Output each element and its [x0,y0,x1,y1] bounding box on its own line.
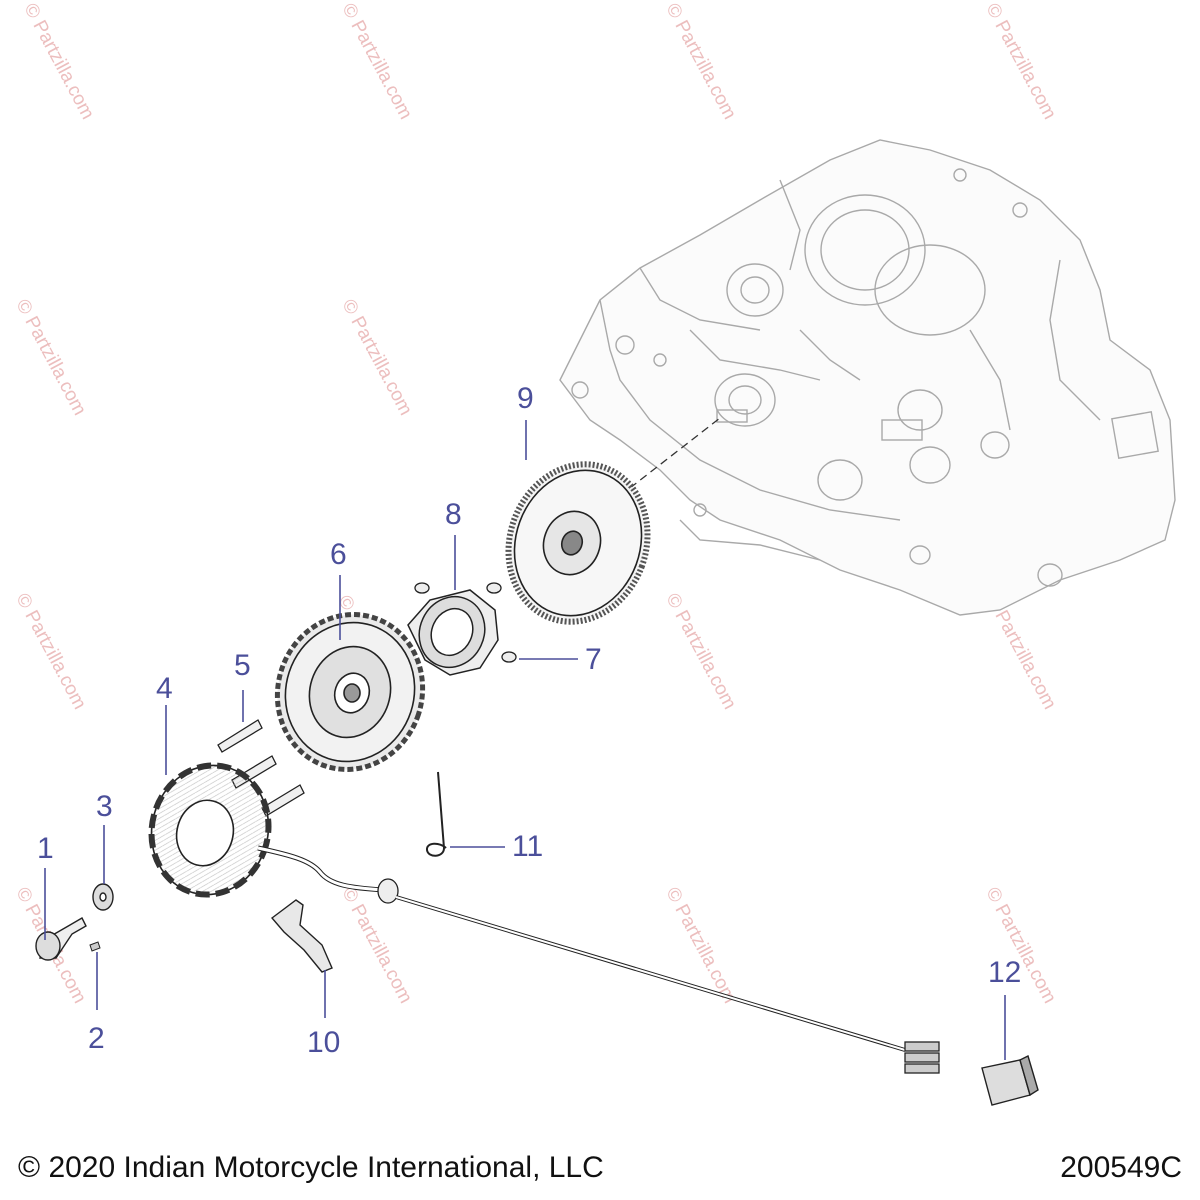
copyright-text: © 2020 Indian Motorcycle International, … [18,1151,604,1184]
diagram-id: 200549C [1060,1151,1182,1184]
callout-9: 9 [517,382,534,415]
callout-4: 4 [156,672,173,705]
washer [92,883,114,911]
callout-11: 11 [512,830,544,863]
woodruff-key [89,941,101,952]
callout-10: 10 [307,1026,341,1059]
callout-1: 1 [37,832,54,865]
callout-5: 5 [234,649,251,682]
callout-12: 12 [988,956,1022,989]
flywheel-rotor [274,612,426,772]
callout-3: 3 [96,790,113,823]
engine-crankcase [559,139,1176,616]
stator [148,762,272,898]
wire-clip-bracket [270,899,333,973]
wire-grommet [377,878,399,904]
flange-bolt [35,917,87,961]
starter-gear [505,461,651,625]
connector-plug [981,1054,1039,1106]
crankshaft-axis-line [629,417,721,489]
callout-2: 2 [88,1022,105,1055]
wire-connector-ends [904,1041,940,1074]
callout-8: 8 [445,498,462,531]
callout-7: 7 [585,643,602,676]
callout-6: 6 [330,538,347,571]
leader-lines [44,420,1006,1060]
clutch-bolts [414,582,517,663]
sprag-clutch [407,589,499,676]
stator-wire [257,845,386,893]
cable-tie [426,771,447,857]
